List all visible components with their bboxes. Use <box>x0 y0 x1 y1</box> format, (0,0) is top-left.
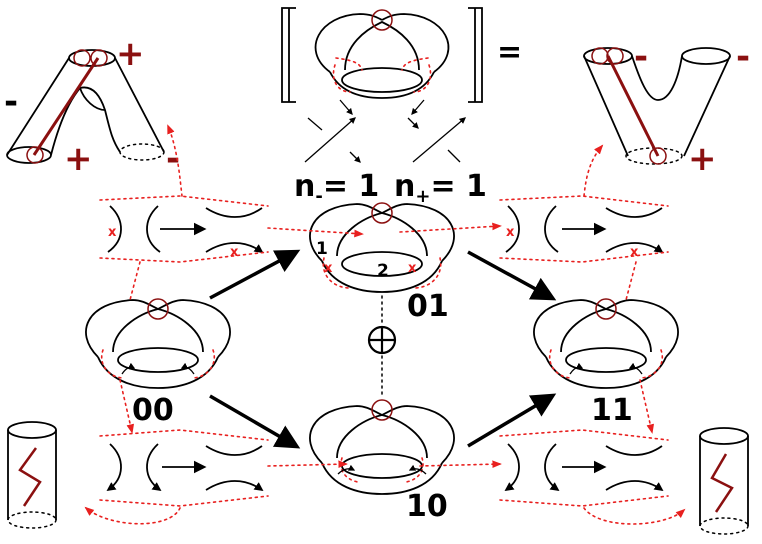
svg-text:x: x <box>230 245 239 260</box>
local-bottom-left <box>106 443 264 492</box>
svg-text:x: x <box>506 225 515 240</box>
vertex-circle <box>371 9 393 31</box>
left-saddle-cobordism: - + + - <box>4 34 180 179</box>
svg-text:n+= 1: n+= 1 <box>394 169 487 207</box>
right-saddle-cobordism: - - + <box>583 37 750 179</box>
state-11-diagram <box>533 298 679 389</box>
left-double-bracket <box>281 7 296 103</box>
svg-text:+: + <box>64 139 93 179</box>
equals-sign: = <box>497 35 522 70</box>
svg-text:x: x <box>408 261 417 276</box>
circle-label-2: 2 <box>377 261 389 281</box>
right-double-bracket <box>468 7 483 103</box>
left-cylinder <box>7 421 57 529</box>
state-label-11: 11 <box>591 393 633 428</box>
top-knot <box>314 9 450 99</box>
svg-text:n-= 1: n-= 1 <box>294 169 379 207</box>
svg-text:x: x <box>108 225 117 240</box>
right-cylinder <box>699 427 749 535</box>
cube-edges <box>209 249 557 449</box>
svg-text:+: + <box>116 34 145 74</box>
svg-text:-: - <box>736 37 750 77</box>
svg-text:+: + <box>688 139 717 179</box>
bracket-resolution-arrows <box>304 99 466 163</box>
state-01-diagram: 1 2 x x <box>309 202 455 293</box>
n-minus-label: n-= 1 <box>294 169 379 207</box>
n-plus-label: n+= 1 <box>394 169 487 207</box>
state-label-10: 10 <box>406 489 448 524</box>
circle-label-1: 1 <box>316 239 328 259</box>
svg-text:-: - <box>166 139 180 179</box>
svg-text:-: - <box>4 82 18 122</box>
state-00-diagram <box>85 298 231 389</box>
local-bottom-right <box>504 443 664 492</box>
local-top-right: x x <box>505 205 664 260</box>
state-label-01: 01 <box>407 289 449 324</box>
local-top-left: x x <box>107 205 264 260</box>
svg-text:x: x <box>630 245 639 260</box>
state-10-diagram <box>309 399 455 495</box>
svg-text:x: x <box>324 261 333 276</box>
bracket-diagram: = <box>281 7 522 103</box>
svg-text:-: - <box>634 37 648 77</box>
state-label-00: 00 <box>132 393 174 428</box>
red-dotted-connectors <box>84 124 686 525</box>
